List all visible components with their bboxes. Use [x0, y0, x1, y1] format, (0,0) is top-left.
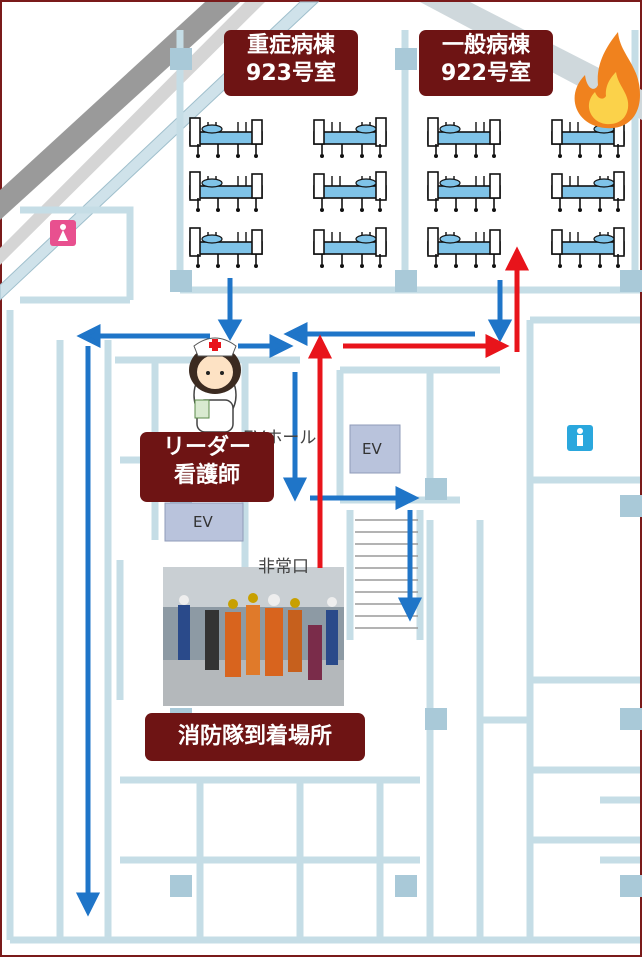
- bed-icon: [189, 171, 263, 212]
- walls: [6, 30, 640, 944]
- hospital-beds: [189, 117, 625, 268]
- restroom-male-icon: [567, 425, 593, 451]
- bed-icon: [189, 117, 263, 158]
- leader-line2: 看護師: [173, 462, 240, 488]
- room-923-label: 重症病棟 923号室: [224, 30, 358, 96]
- bed-icon: [427, 227, 501, 268]
- elevator-box-1: [349, 424, 401, 474]
- leader-nurse-label: リーダー 看護師: [140, 432, 274, 502]
- firefighters-photo: [163, 567, 344, 706]
- fire-brigade-arrival-label: 消防隊到着場所: [145, 713, 365, 761]
- bed-icon: [427, 117, 501, 158]
- bed-icon: [551, 227, 625, 268]
- room-923-number: 923号室: [246, 60, 336, 86]
- bed-icon: [551, 171, 625, 212]
- firefighter-routes: [307, 246, 530, 568]
- restroom-female-icon: [50, 220, 76, 246]
- pillars: [170, 48, 642, 897]
- evacuation-routes: [75, 278, 513, 917]
- fire-icon: [574, 32, 640, 129]
- bed-icon: [313, 171, 387, 212]
- elevator-box-2: [164, 502, 244, 542]
- nurse-icon: [189, 337, 241, 433]
- room-923-ward: 重症病棟: [246, 33, 335, 58]
- room-922-number: 922号室: [441, 60, 531, 86]
- bed-icon: [313, 227, 387, 268]
- ev-label-2: EV: [193, 513, 213, 531]
- ev-label-1: EV: [362, 440, 382, 458]
- room-922-label: 一般病棟 922号室: [419, 30, 553, 96]
- bed-icon: [427, 171, 501, 212]
- emergency-exit-label: 非常口: [258, 557, 309, 577]
- bed-icon: [189, 227, 263, 268]
- bed-icon: [313, 117, 387, 158]
- leader-line1: リーダー: [162, 435, 251, 460]
- room-922-ward: 一般病棟: [441, 33, 530, 58]
